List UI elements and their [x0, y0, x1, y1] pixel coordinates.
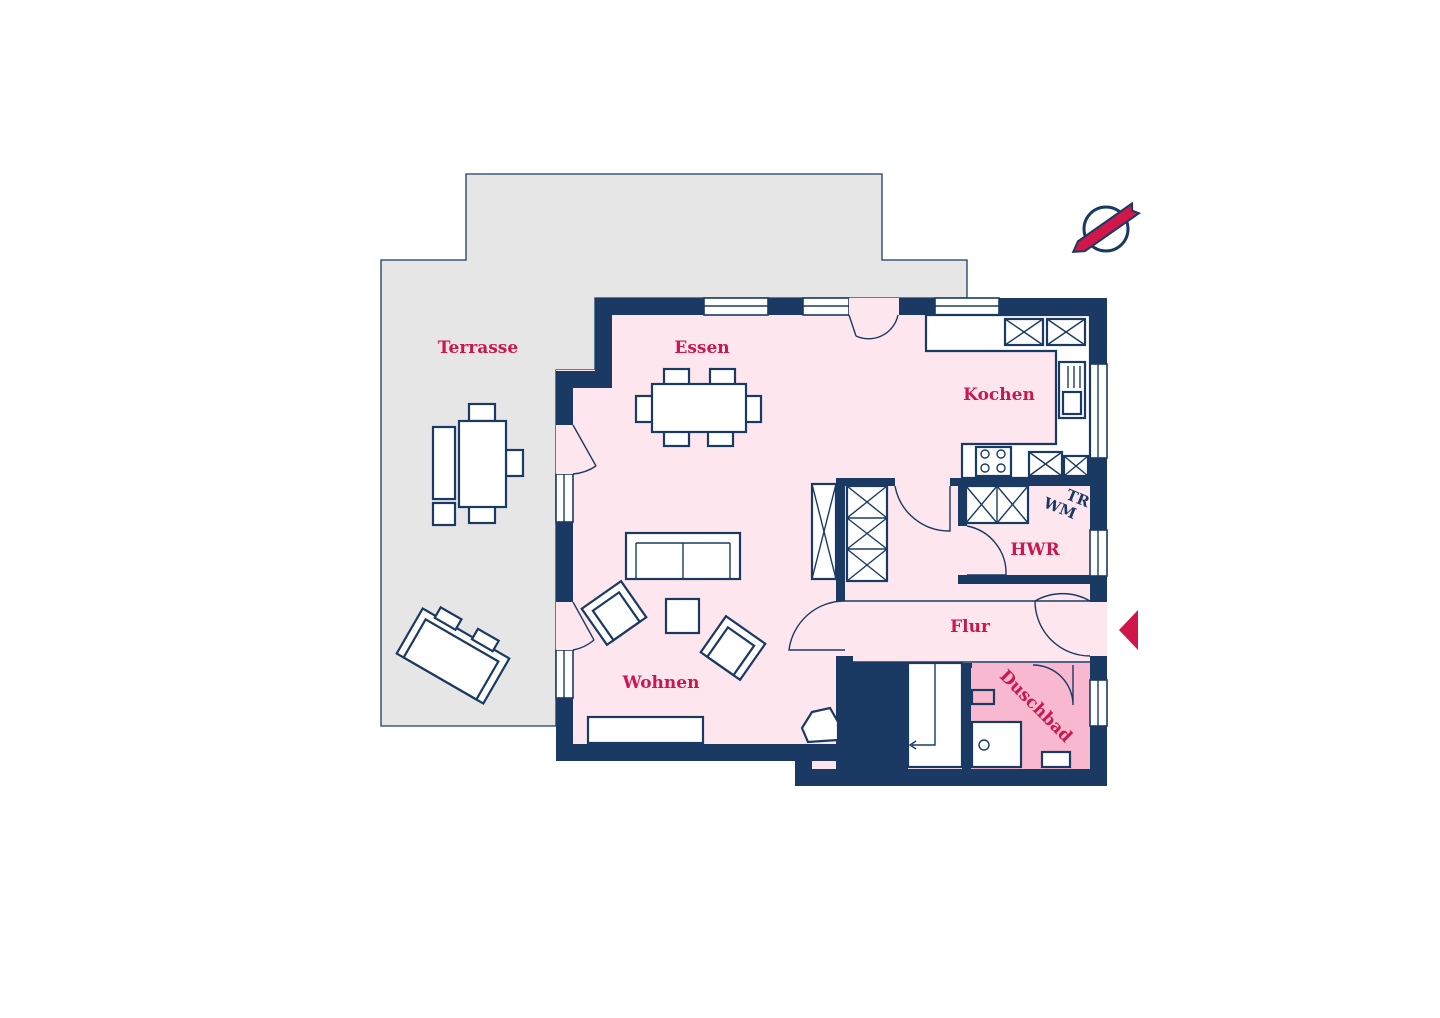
compass-north-arrow-icon [1071, 201, 1142, 254]
label-flur: Flur [950, 617, 991, 637]
label-hwr: HWR [1010, 540, 1060, 560]
entrance-triangle-icon [1119, 610, 1138, 650]
label-essen: Essen [674, 338, 729, 358]
flur-partitions [845, 600, 1090, 769]
laundry-appliances [964, 484, 1030, 525]
terrace-furniture [395, 402, 525, 706]
label-wohnen: Wohnen [622, 673, 700, 693]
bathroom-fixtures [970, 688, 1072, 769]
interior-walls [836, 478, 1090, 769]
kitchen-counter [924, 313, 1092, 480]
label-terrasse: Terrasse [438, 338, 519, 358]
doors [556, 298, 1107, 706]
wardrobe [810, 482, 889, 583]
living-furniture [580, 531, 840, 745]
label-kochen: Kochen [963, 385, 1035, 405]
dining-table-set [634, 367, 763, 448]
